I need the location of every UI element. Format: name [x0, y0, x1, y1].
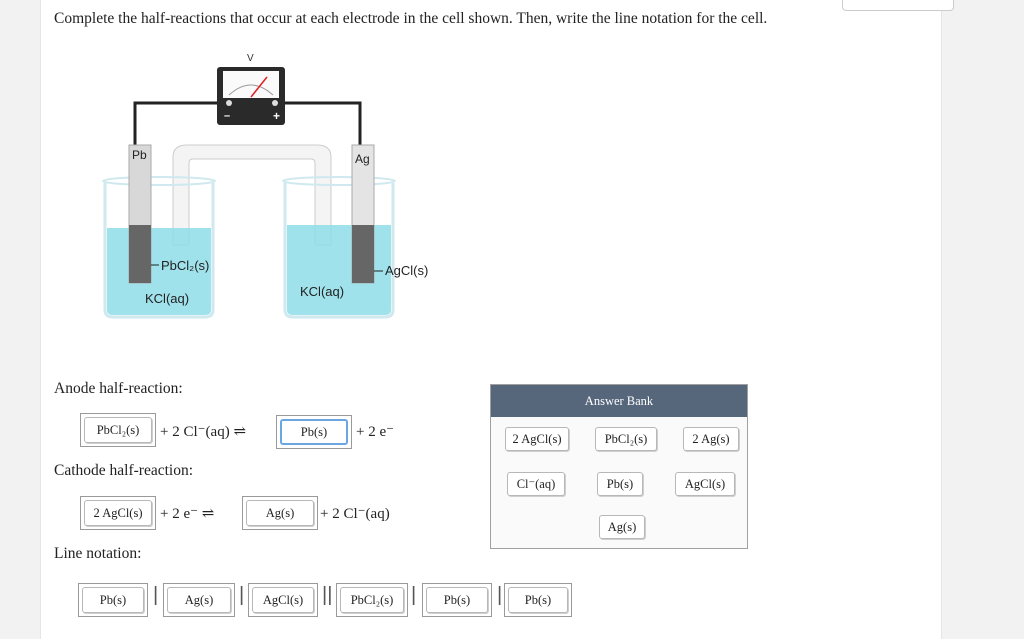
question-text: Complete the half-reactions that occur a… [54, 10, 768, 27]
left-wire [133, 101, 220, 150]
line-slot-2-chip[interactable]: Ag(s) [167, 587, 231, 613]
cathode-end-text: + 2 Cl⁻(aq) [320, 506, 390, 522]
line-slot-5[interactable]: Pb(s) [422, 583, 492, 617]
anode-middle-text: + 2 Cl⁻(aq) ⇌ [160, 424, 247, 440]
bank-item-2-ag[interactable]: 2 Ag(s) [683, 427, 739, 451]
line-divider-5: | [497, 584, 503, 606]
left-solution-label: KCl(aq) [145, 291, 189, 306]
bank-item-cl[interactable]: Cl⁻(aq) [507, 472, 565, 496]
silver-electrode [351, 144, 375, 284]
line-slot-5-chip[interactable]: Pb(s) [426, 587, 488, 613]
voltmeter [217, 67, 285, 125]
line-slot-6-chip[interactable]: Pb(s) [508, 587, 568, 613]
cathode-label: Cathode half-reaction: [54, 462, 194, 479]
bank-item-ag[interactable]: Ag(s) [599, 515, 645, 539]
bank-item-2-agcl[interactable]: 2 AgCl(s) [505, 427, 569, 451]
line-separator-1: | [153, 584, 159, 606]
line-slot-1-chip[interactable]: Pb(s) [82, 587, 144, 613]
line-slot-4[interactable]: PbCl₂(s) [336, 583, 408, 617]
bank-item-pb[interactable]: Pb(s) [597, 472, 643, 496]
attempt-tab[interactable] [842, 0, 954, 11]
line-slot-1[interactable]: Pb(s) [78, 583, 148, 617]
line-slot-3-chip[interactable]: AgCl(s) [252, 587, 314, 613]
answer-bank-title: Answer Bank [491, 385, 747, 417]
anode-slot-1[interactable]: PbCl₂(s) [80, 413, 156, 447]
lead-electrode-label: Pb [132, 148, 147, 162]
cathode-slot-2-chip[interactable]: Ag(s) [246, 500, 314, 526]
cathode-slot-2[interactable]: Ag(s) [242, 496, 318, 530]
line-slot-6[interactable]: Pb(s) [504, 583, 572, 617]
voltmeter-label: V [247, 53, 254, 64]
answer-bank: Answer Bank 2 AgCl(s) PbCl₂(s) 2 Ag(s) C… [490, 384, 748, 549]
anode-slot-2[interactable]: Pb(s) [276, 415, 352, 449]
line-slot-4-chip[interactable]: PbCl₂(s) [340, 587, 404, 613]
line-separator-4: | [411, 584, 417, 606]
electrochemical-cell-diagram: V – + Pb Ag PbCl₂(s) AgCl(s) KCl(aq) KCl… [102, 53, 428, 319]
bank-item-pbcl2[interactable]: PbCl₂(s) [595, 427, 657, 451]
anode-slot-2-chip[interactable]: Pb(s) [280, 419, 348, 445]
anode-end-text: + 2 e⁻ [356, 424, 395, 440]
plus-terminal-label: + [273, 109, 280, 123]
pbcl2-coating-label: PbCl₂(s) [161, 258, 209, 273]
left-margin [0, 0, 40, 639]
right-wire [285, 101, 362, 150]
line-slot-3[interactable]: AgCl(s) [248, 583, 318, 617]
line-separator-3: || [322, 584, 333, 606]
silver-electrode-label: Ag [355, 152, 370, 166]
cathode-slot-1[interactable]: 2 AgCl(s) [80, 496, 156, 530]
right-solution-label: KCl(aq) [300, 284, 344, 299]
lead-electrode [128, 144, 152, 284]
cathode-slot-1-chip[interactable]: 2 AgCl(s) [84, 500, 152, 526]
agcl-coating-label: AgCl(s) [385, 263, 428, 278]
line-separator-2: | [239, 584, 245, 606]
minus-terminal-label: – [224, 110, 230, 122]
cathode-middle-text: + 2 e⁻ ⇌ [160, 506, 215, 522]
anode-label: Anode half-reaction: [54, 380, 183, 397]
anode-slot-1-chip[interactable]: PbCl₂(s) [84, 417, 152, 443]
line-notation-label: Line notation: [54, 545, 142, 562]
line-slot-2[interactable]: Ag(s) [163, 583, 235, 617]
bank-item-agcl[interactable]: AgCl(s) [675, 472, 735, 496]
right-margin [940, 0, 1024, 639]
